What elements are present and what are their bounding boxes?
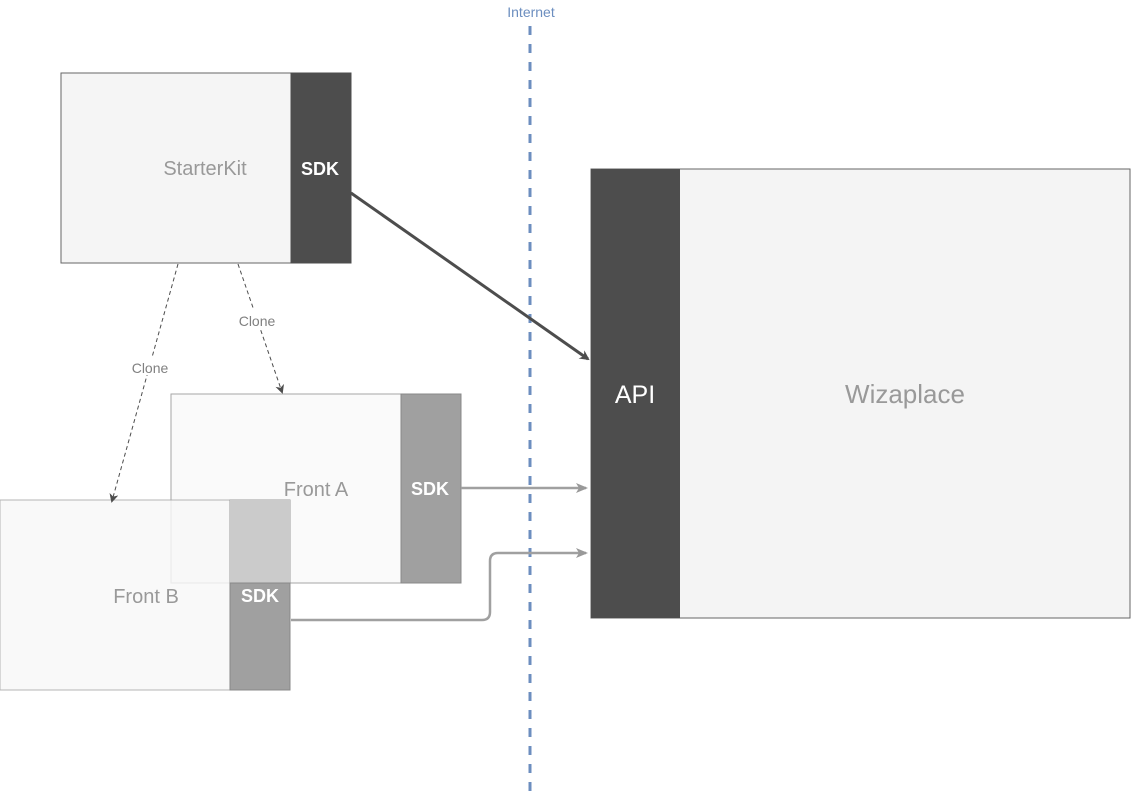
starterkit-to-api-edge <box>350 191 590 361</box>
starterkit-sdk-block <box>290 72 352 264</box>
wizaplace-node[interactable]: API Wizaplace <box>590 168 1131 619</box>
clone-a-label-bg <box>232 310 282 328</box>
front-b-sdk-overlap-highlight <box>230 500 290 583</box>
api-label: API <box>615 381 655 409</box>
front-a-label: Front A <box>284 479 349 501</box>
wizaplace-label: Wizaplace <box>845 379 965 409</box>
front-b-label: Front B <box>113 586 179 608</box>
clone-a-label: Clone <box>239 313 276 329</box>
internet-label: Internet <box>507 4 555 20</box>
starterkit-sdk-label: SDK <box>301 159 339 179</box>
front-b-sdk-lower <box>229 582 291 691</box>
front-b-sdk-label: SDK <box>241 586 279 606</box>
clone-b-label-bg <box>125 357 175 375</box>
api-block <box>591 169 680 618</box>
clone-to-front-b-edge <box>109 263 179 503</box>
front-a-sdk-label: SDK <box>411 479 449 499</box>
front-b-to-api-edge <box>291 548 588 622</box>
starterkit-box <box>60 72 292 264</box>
front-b-box <box>0 499 231 691</box>
starterkit-label: StarterKit <box>163 158 247 180</box>
clone-to-front-a-edge <box>237 263 284 394</box>
starterkit-node[interactable]: StarterKit SDK <box>60 72 352 264</box>
clone-b-label: Clone <box>132 360 169 376</box>
